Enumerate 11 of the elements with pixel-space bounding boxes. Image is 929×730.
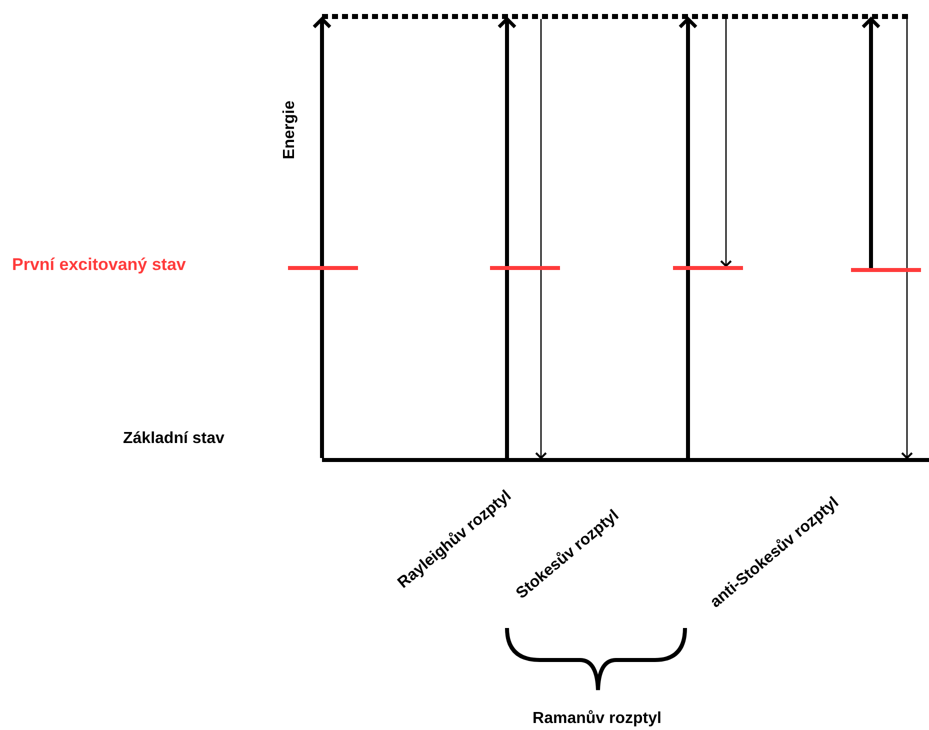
level-label: Základní stav [123, 430, 224, 448]
transition-arrow [720, 19, 732, 267]
transition-arrow [901, 19, 913, 459]
transition-arrow [535, 19, 547, 459]
transition-arrow [497, 17, 517, 458]
transition-arrow [678, 17, 698, 458]
transition-arrow [861, 17, 881, 268]
level-label: První excitovaný stav [12, 255, 186, 275]
scattering-label: Ramanův rozptyl [532, 710, 662, 728]
transition-arrow [312, 17, 332, 458]
axis-label: Energie [281, 100, 299, 160]
